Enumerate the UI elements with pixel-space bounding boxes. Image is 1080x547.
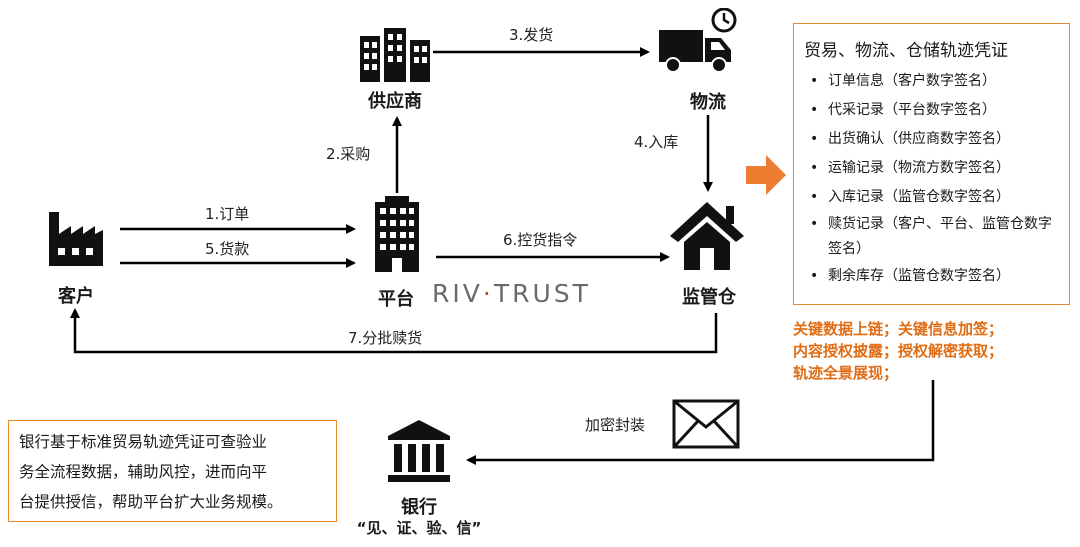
node-platform: 平台 [378, 289, 414, 310]
note-line: 关键数据上链；关键信息加签； [793, 320, 1004, 338]
envelope-icon [672, 399, 740, 449]
bank-box-line: 台提供授信，帮助平台扩大业务规模。 [19, 493, 283, 511]
key-data-note: 关键数据上链；关键信息加签； 内容授权披露；授权解密获取； 轨迹全景展现； [793, 318, 1078, 384]
bank-description-box: 银行基于标准贸易轨迹凭证可查验业 务全流程数据，辅助风控，进而向平 台提供授信，… [8, 420, 337, 522]
node-customer: 客户 [58, 286, 94, 307]
info-list: 订单信息（客户数字签名） 代采记录（平台数字签名） 出货确认（供应商数字签名） … [804, 67, 1059, 291]
bank-box-line: 务全流程数据，辅助风控，进而向平 [19, 463, 268, 481]
office-tower-icon [375, 196, 419, 272]
label-payment: 5.货款 [205, 240, 250, 258]
bank-box-line: 银行基于标准贸易轨迹凭证可查验业 [19, 433, 268, 451]
orange-arrow-icon [746, 155, 786, 195]
label-ship: 3.发货 [509, 26, 554, 44]
logo-part2: TRUST [493, 279, 591, 308]
label-purchase: 2.采购 [326, 145, 371, 163]
note-line: 内容授权披露；授权解密获取； [793, 342, 1004, 360]
arrow-bank [466, 380, 935, 465]
buildings-icon [360, 28, 430, 82]
bank-subtitle: “见、证、验、信” [356, 519, 482, 537]
bank-icon [388, 420, 450, 482]
list-item: 出货确认（供应商数字签名） [804, 125, 1059, 154]
list-item: 剩余库存（监管仓数字签名） [804, 262, 1059, 291]
list-item: 代采记录（平台数字签名） [804, 96, 1059, 125]
label-redeem: 7.分批赎货 [348, 329, 423, 347]
list-item: 赎货记录（客户、平台、监管仓数字签名） [804, 212, 1059, 262]
node-supplier: 供应商 [368, 91, 422, 112]
note-line: 轨迹全景展现； [793, 364, 899, 382]
node-bank: 银行 [401, 497, 437, 518]
label-inbound: 4.入库 [634, 133, 679, 151]
node-logistics: 物流 [690, 92, 726, 113]
label-control: 6.控货指令 [503, 231, 578, 249]
list-item: 入库记录（监管仓数字签名） [804, 183, 1059, 212]
logo-dot: · [482, 279, 494, 308]
list-item: 运输记录（物流方数字签名） [804, 154, 1059, 183]
info-box-title: 贸易、物流、仓储轨迹凭证 [804, 41, 1008, 61]
node-warehouse: 监管仓 [682, 287, 736, 308]
truck-clock-icon [659, 8, 737, 73]
label-order: 1.订单 [205, 205, 250, 223]
arrow-redeem [70, 308, 718, 354]
list-item: 订单信息（客户数字签名） [804, 67, 1059, 96]
factory-icon [49, 212, 103, 266]
logo-part1: RIV [432, 279, 483, 308]
label-encrypt: 加密封装 [585, 416, 646, 434]
house-icon [670, 202, 744, 270]
trajectory-proof-box: 贸易、物流、仓储轨迹凭证 订单信息（客户数字签名） 代采记录（平台数字签名） 出… [793, 23, 1070, 305]
riv-trust-logo: RIV·TRUST [432, 279, 591, 308]
